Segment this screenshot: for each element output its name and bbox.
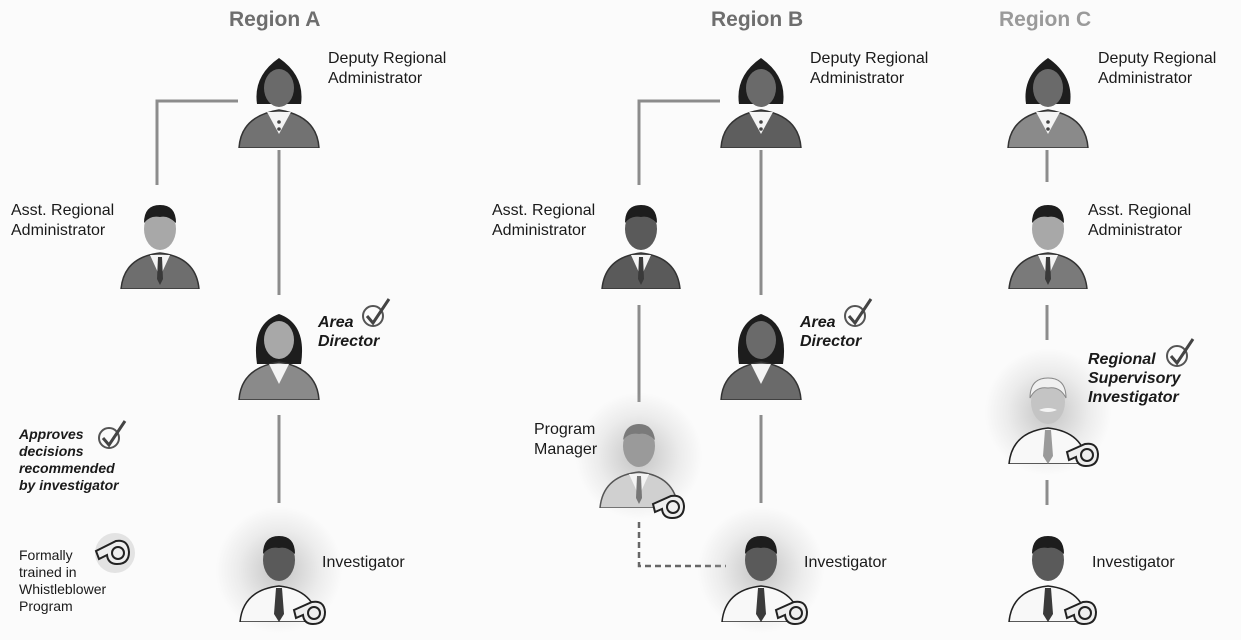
whistle-icon xyxy=(1063,600,1098,626)
region-a-deputy-avatar xyxy=(237,52,321,148)
checkmark-icon xyxy=(844,298,873,327)
region-c-asst-avatar xyxy=(1006,193,1090,289)
region-b-asst-avatar xyxy=(599,193,683,289)
region-a-director-avatar xyxy=(237,304,321,400)
region-b-investigator-avatar xyxy=(697,506,825,634)
whistle-icon xyxy=(774,600,809,626)
region-b-deputy-avatar xyxy=(719,52,803,148)
region-c-investigator-label: Investigator xyxy=(1092,554,1175,571)
whistle-icon xyxy=(1065,442,1100,468)
checkmark-icon xyxy=(362,298,391,327)
region-c-deputy-avatar xyxy=(1006,52,1090,148)
region-a-asst-avatar xyxy=(118,193,202,289)
region-c-title: Region C xyxy=(999,8,1092,31)
region-a-investigator-label: Investigator xyxy=(322,554,405,571)
whistle-icon xyxy=(292,600,327,626)
checkmark-icon xyxy=(98,420,127,449)
region-c-investigator-avatar xyxy=(1006,526,1090,622)
region-a-title: Region A xyxy=(229,8,321,31)
whistle-icon xyxy=(94,533,135,573)
checkmark-icon xyxy=(1166,338,1195,367)
connector-b-deputy-asst xyxy=(637,99,720,185)
region-b-title: Region B xyxy=(711,8,804,31)
whistle-icon xyxy=(651,494,686,520)
region-b-investigator-label: Investigator xyxy=(804,554,887,571)
connector-a-deputy-asst xyxy=(155,99,238,185)
region-b-director-avatar xyxy=(719,304,803,400)
